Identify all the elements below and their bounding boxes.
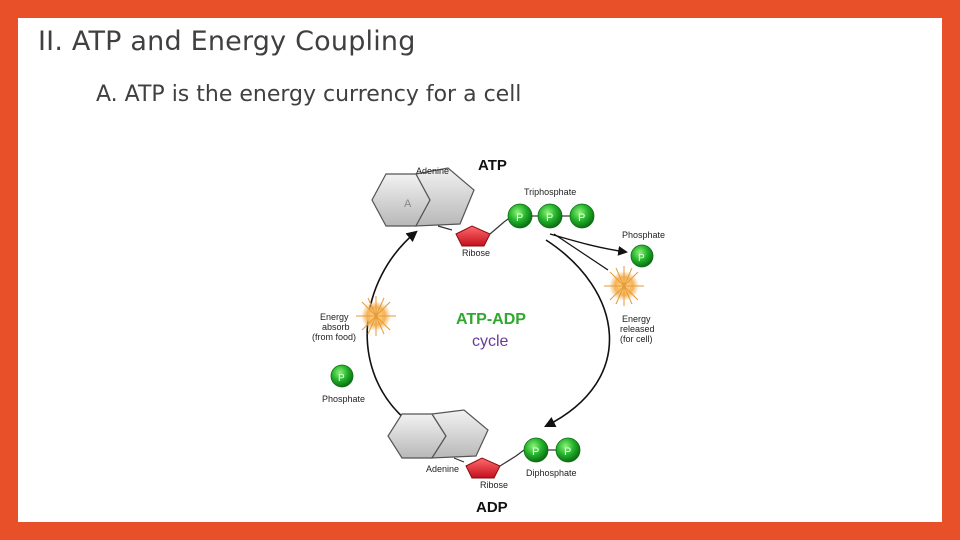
energy-released-line3: (for cell) (620, 334, 653, 344)
adp-p1-label: P (532, 446, 539, 458)
absorbed-phosphate: P Phosphate (322, 364, 365, 404)
released-phosphate-label: Phosphate (622, 230, 665, 240)
atp-p2-label: P (546, 212, 553, 224)
energy-released-line2: released (620, 324, 655, 334)
released-phosphate-circle (630, 244, 654, 268)
atp-adp-cycle-diagram: A P P P Adenine Ribose Triphosphate ATP … (278, 130, 680, 526)
adp-title: ADP (476, 499, 508, 516)
energy-absorbed-burst: Energy absorb (from food) (312, 296, 396, 342)
absorbed-phosphate-circle (330, 364, 354, 388)
energy-released-burst: Energy released (for cell) (604, 266, 655, 344)
energy-absorbed-line2: absorb (322, 322, 350, 332)
absorbed-phosphate-label: Phosphate (322, 394, 365, 404)
atp-ribose-label: Ribose (462, 248, 490, 258)
adp-adenine-label: Adenine (426, 464, 459, 474)
atp-title: ATP (478, 157, 507, 174)
diphosphate-label: Diphosphate (526, 468, 577, 478)
adp-molecule: P P Adenine Ribose Diphosphate ADP (387, 409, 581, 516)
atp-p1-label: P (516, 212, 523, 224)
cycle-svg: A P P P Adenine Ribose Triphosphate ATP … (312, 157, 665, 516)
adp-ribose-pentagon (465, 457, 501, 479)
ribose-pentagon (455, 225, 491, 247)
adenine-pentagon (414, 167, 475, 227)
absorbed-p-symbol: P (338, 373, 345, 384)
atp-molecule: A P P P Adenine Ribose Triphosphate ATP (371, 157, 595, 258)
adp-p2-label: P (564, 446, 571, 458)
released-phosphate: Phosphate P (622, 230, 665, 268)
slide-title: II. ATP and Energy Coupling (38, 26, 416, 57)
atp-p3-label: P (578, 212, 585, 224)
cycle-center-line1: ATP-ADP (456, 311, 526, 328)
slide-canvas: II. ATP and Energy Coupling A. ATP is th… (18, 18, 942, 522)
released-p-symbol: P (638, 253, 645, 264)
energy-released-line1: Energy (622, 314, 651, 324)
atp-adenine-label: Adenine (416, 166, 449, 176)
adp-ribose-label: Ribose (480, 480, 508, 490)
adp-phosphate-2 (555, 437, 581, 463)
right-cycle-arrow (543, 239, 611, 428)
adenine-letter: A (404, 198, 412, 210)
energy-absorbed-line1: Energy (320, 312, 349, 322)
triphosphate-label: Triphosphate (524, 187, 576, 197)
atp-phosphate-3 (569, 203, 595, 229)
phosphate-release-arrow (549, 233, 628, 256)
energy-absorbed-line3: (from food) (312, 332, 356, 342)
slide-subtitle: A. ATP is the energy currency for a cell (96, 82, 522, 107)
cycle-center-line2: cycle (472, 333, 509, 350)
energy-release-line (553, 233, 609, 271)
adp-adenine-pentagon (430, 409, 489, 459)
